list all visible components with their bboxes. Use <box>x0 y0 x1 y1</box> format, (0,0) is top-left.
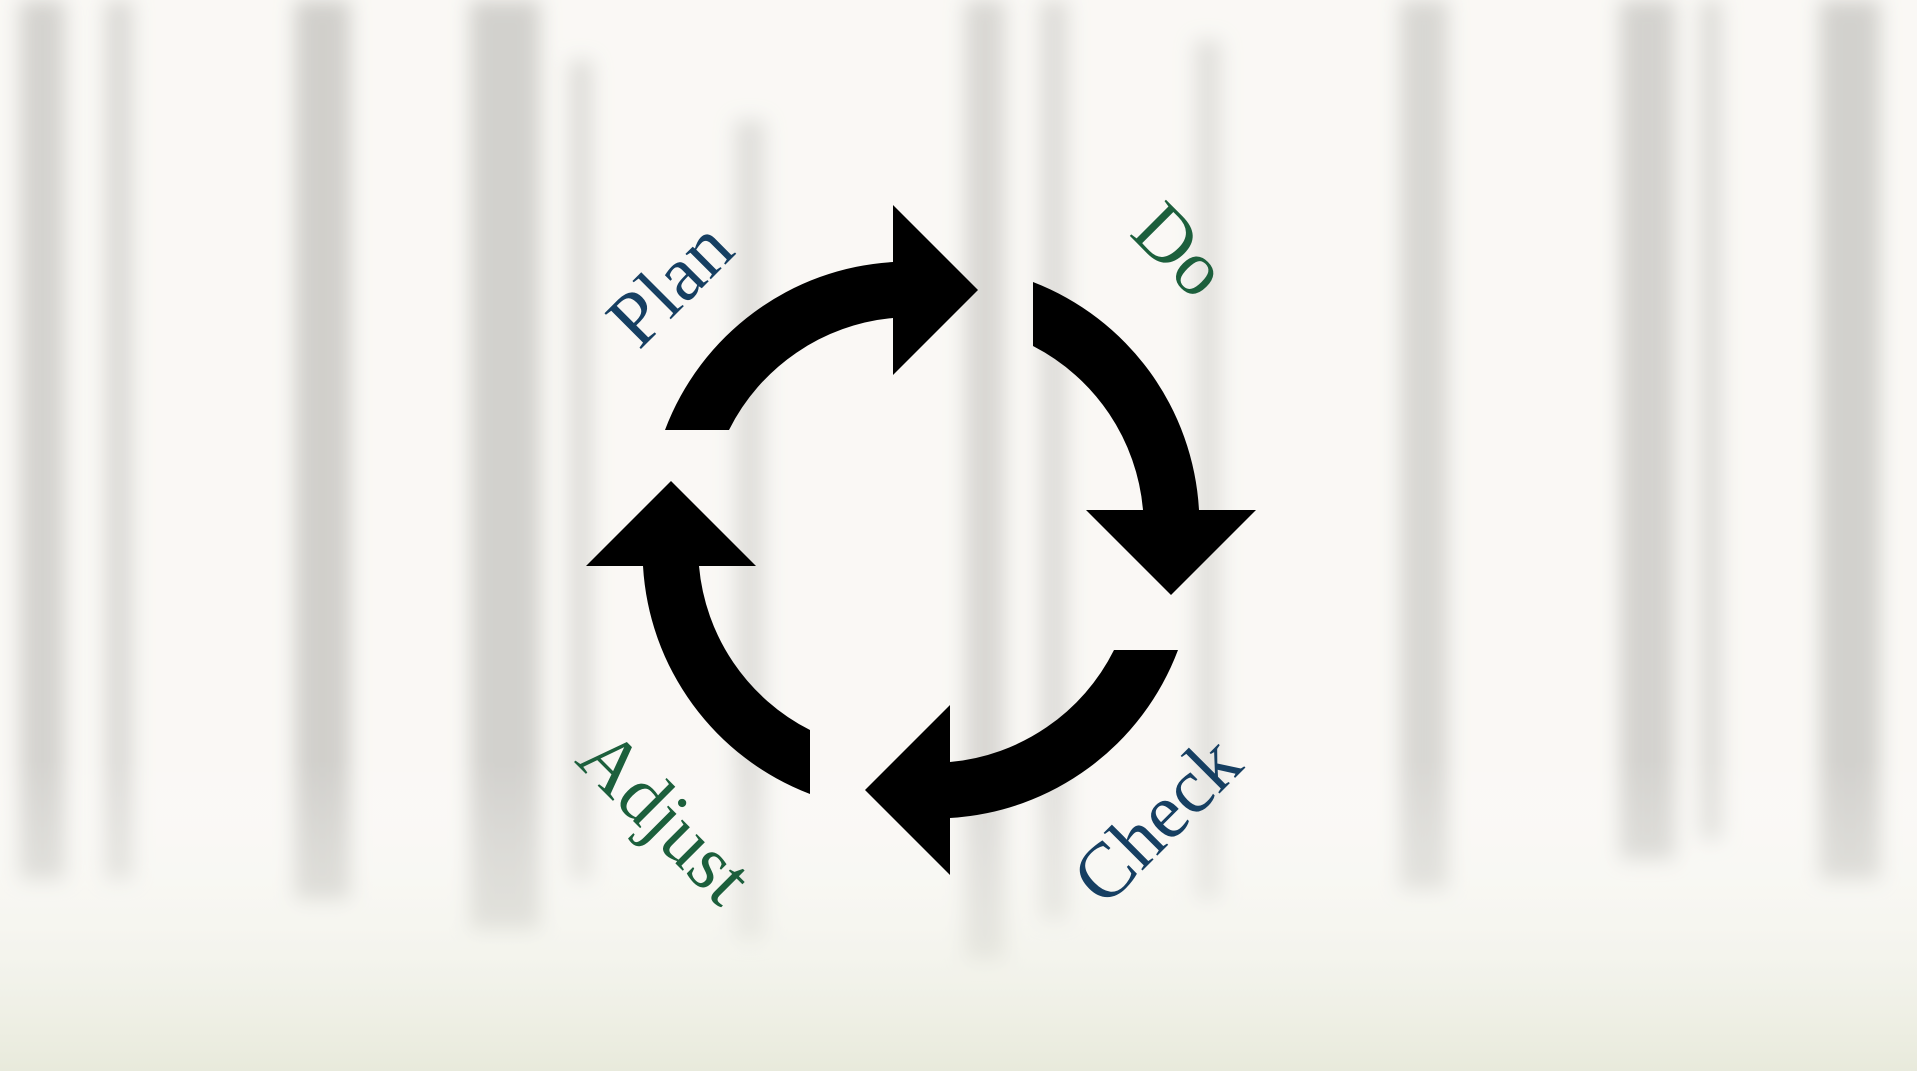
pdca-cycle-diagram: Plan Do Check Adjust <box>0 0 1917 1071</box>
diagram-canvas: Plan Do Check Adjust <box>0 0 1917 1071</box>
background-haze <box>0 0 1917 1071</box>
forest-background <box>0 0 1917 1071</box>
